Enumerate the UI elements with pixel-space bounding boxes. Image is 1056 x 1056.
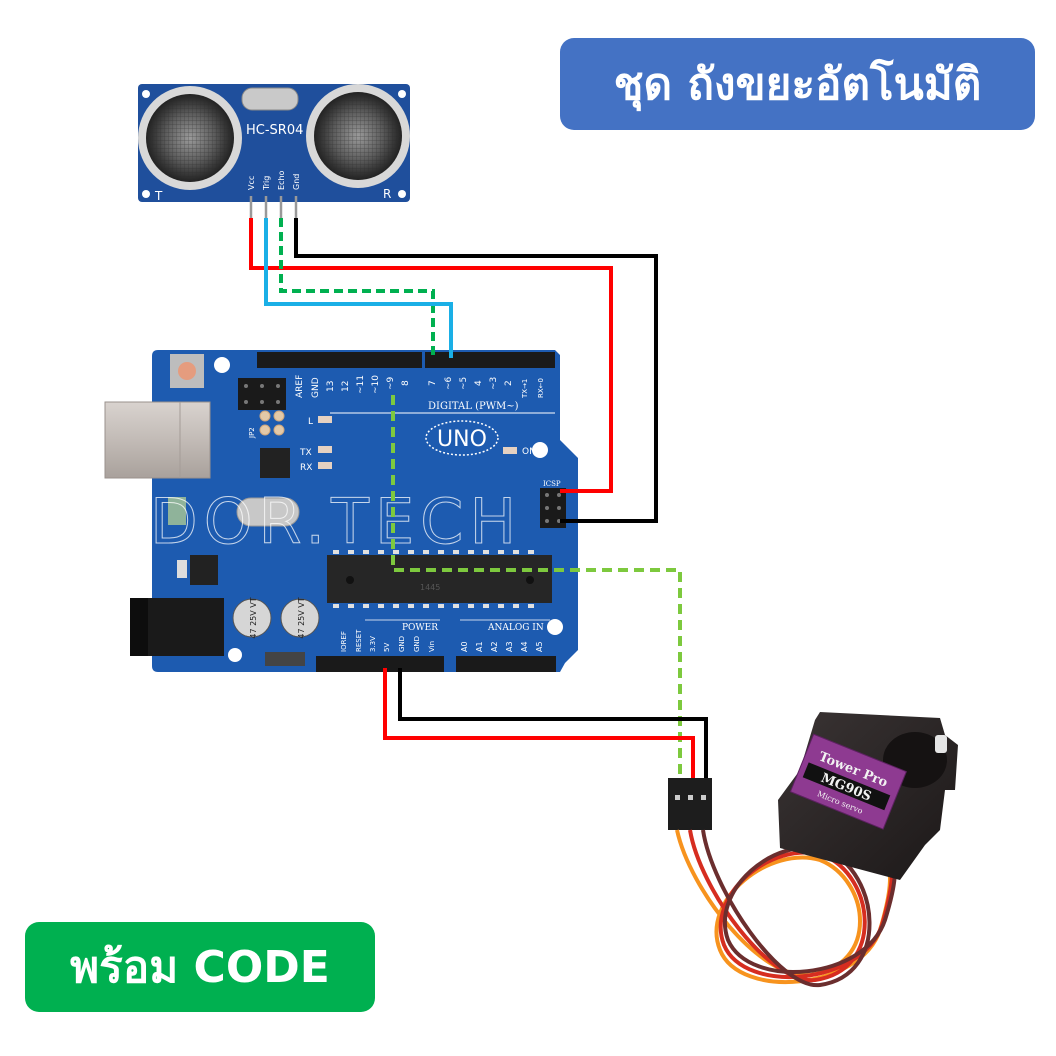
tx-led bbox=[318, 446, 332, 453]
svg-text:IOREF: IOREF bbox=[340, 631, 348, 652]
svg-text:~3: ~3 bbox=[489, 377, 499, 390]
sensor-t-label: T bbox=[154, 189, 163, 203]
wire-servo-gnd bbox=[398, 668, 708, 780]
pin-label-gnd: Gnd bbox=[292, 174, 301, 190]
svg-text:2: 2 bbox=[504, 380, 514, 386]
uno-logo-outline bbox=[425, 420, 499, 456]
wire-servo-signal bbox=[391, 395, 682, 780]
sensor-r-label: R bbox=[383, 187, 391, 201]
analog-pin-labels: A0 A1 A2 A3 A4 A5 bbox=[460, 641, 544, 652]
digital-header bbox=[257, 352, 555, 368]
svg-text:8: 8 bbox=[401, 380, 411, 386]
rx-label: RX bbox=[300, 463, 312, 473]
svg-text:A5: A5 bbox=[535, 641, 544, 652]
pin-label-echo: Echo bbox=[277, 170, 286, 190]
svg-text:~5: ~5 bbox=[459, 377, 469, 390]
svg-text:~6: ~6 bbox=[444, 376, 454, 390]
svg-text:GND: GND bbox=[413, 636, 421, 652]
servo-shaft bbox=[935, 735, 947, 753]
svg-text:~9: ~9 bbox=[386, 376, 396, 390]
servo-cable bbox=[675, 829, 897, 988]
power-diode bbox=[265, 652, 305, 666]
crystal-oscillator bbox=[241, 87, 299, 111]
on-led bbox=[503, 447, 517, 454]
l-label: L bbox=[308, 417, 313, 427]
title-badge: ชุด ถังขยะอัตโนมัติ bbox=[560, 38, 1035, 130]
rx-led bbox=[318, 462, 332, 469]
on-label: ON bbox=[522, 447, 536, 457]
sensor-pins bbox=[249, 196, 298, 218]
chip-marking: 1445 bbox=[420, 583, 440, 592]
svg-text:A2: A2 bbox=[490, 641, 499, 652]
svg-text:GND: GND bbox=[311, 377, 321, 398]
svg-text:4: 4 bbox=[474, 380, 484, 386]
transmitter-transducer bbox=[138, 86, 242, 190]
uno-logo: UNO bbox=[437, 427, 487, 452]
servo-connector bbox=[668, 778, 712, 830]
usb-controller-chip bbox=[260, 448, 290, 478]
l-led bbox=[318, 416, 332, 423]
usb-icsp-header bbox=[238, 378, 286, 410]
wire-sensor-gnd bbox=[294, 218, 658, 523]
svg-text:A4: A4 bbox=[520, 641, 529, 652]
watermark: DOR.TECH bbox=[150, 485, 522, 558]
svg-text:47 25V VT: 47 25V VT bbox=[249, 597, 258, 638]
code-badge: พร้อม CODE bbox=[25, 922, 375, 1012]
svg-text:47 25V VT: 47 25V VT bbox=[297, 597, 306, 638]
capacitor-2: 47 25V VT bbox=[280, 597, 320, 639]
svg-text:5V: 5V bbox=[383, 643, 391, 652]
title-text: ชุด ถังขยะอัตโนมัติ bbox=[613, 59, 982, 110]
usb-port bbox=[104, 401, 211, 479]
svg-text:13: 13 bbox=[326, 381, 336, 392]
voltage-regulator bbox=[190, 555, 218, 585]
receiver-transducer bbox=[306, 84, 410, 188]
svg-text:~11: ~11 bbox=[356, 375, 366, 394]
svg-text:AREF: AREF bbox=[295, 375, 305, 398]
power-header-label: POWER bbox=[402, 623, 438, 633]
servo-label: Tower Pro MG90S Micro servo bbox=[789, 733, 907, 830]
svg-text:GND: GND bbox=[398, 636, 406, 652]
icsp-label: ICSP bbox=[543, 480, 561, 488]
capacitor-1: 47 25V VT bbox=[232, 597, 272, 639]
svg-text:RESET: RESET bbox=[355, 629, 363, 652]
svg-text:A0: A0 bbox=[460, 641, 469, 652]
svg-text:12: 12 bbox=[341, 381, 351, 392]
svg-text:Vin: Vin bbox=[428, 641, 436, 652]
svg-text:RX←0: RX←0 bbox=[537, 378, 545, 398]
atmega-chip bbox=[327, 555, 552, 603]
pin-label-trig: Trig bbox=[262, 176, 271, 191]
wire-servo-vcc bbox=[383, 668, 695, 780]
digital-pin-labels: AREF GND 13 12 ~11 ~10 ~9 8 7 ~6 ~5 4 ~3… bbox=[295, 375, 545, 399]
wires bbox=[249, 218, 708, 780]
power-pin-labels: IOREF RESET 3.3V 5V GND GND Vin bbox=[340, 629, 436, 652]
svg-text:A1: A1 bbox=[475, 641, 484, 652]
svg-text:3.3V: 3.3V bbox=[369, 636, 377, 652]
wire-sensor-echo bbox=[279, 218, 435, 356]
power-analog-headers bbox=[316, 656, 556, 672]
tx-label: TX bbox=[299, 448, 312, 458]
board-crystal bbox=[236, 497, 300, 527]
ultrasonic-sensor: HC-SR04 T R Vcc Trig Echo Gnd bbox=[138, 84, 410, 218]
wire-sensor-trig bbox=[264, 218, 453, 358]
pin-label-vcc: Vcc bbox=[247, 176, 256, 190]
polyfuse bbox=[168, 497, 186, 525]
arduino-uno-board: JP2 TX RX L 47 25V VT 47 25V VT bbox=[104, 350, 578, 672]
svg-text:~10: ~10 bbox=[371, 375, 381, 394]
servo-motor: Tower Pro MG90S Micro servo bbox=[668, 712, 958, 988]
jp2-label: JP2 bbox=[248, 427, 256, 439]
sensor-model-label: HC-SR04 bbox=[246, 123, 303, 138]
digital-header-label: DIGITAL (PWM~) bbox=[428, 401, 519, 412]
analog-header-label: ANALOG IN bbox=[487, 623, 544, 633]
wire-sensor-vcc bbox=[249, 218, 613, 493]
svg-text:A3: A3 bbox=[505, 641, 514, 652]
svg-text:TX→1: TX→1 bbox=[521, 379, 529, 399]
svg-text:7: 7 bbox=[428, 380, 438, 386]
code-badge-text: พร้อม CODE bbox=[70, 942, 330, 993]
